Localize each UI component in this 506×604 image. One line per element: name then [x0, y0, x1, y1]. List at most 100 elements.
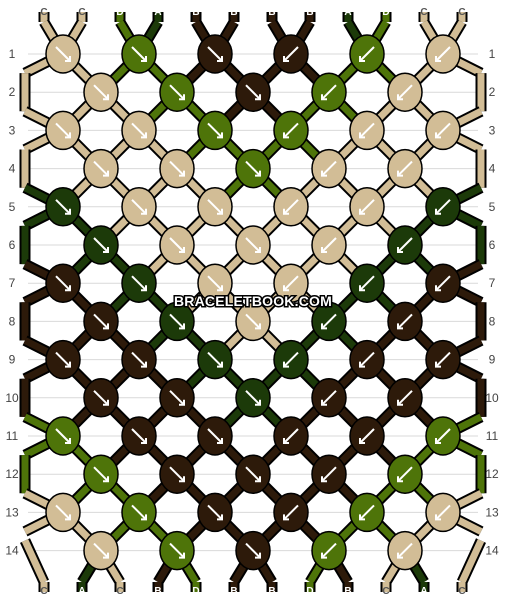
arrow-down-left-icon: [283, 428, 299, 444]
row-label-right: 4: [489, 162, 496, 176]
arrow-head: [103, 94, 109, 101]
arrow-head: [321, 170, 327, 177]
knot: [83, 530, 119, 571]
arrow-head: [65, 56, 71, 62]
strand-segment: [21, 539, 48, 584]
arrow-head: [359, 361, 365, 368]
row-label-right: 8: [489, 314, 496, 328]
arrow-head: [435, 56, 441, 62]
arrow-down-right-icon: [169, 313, 185, 330]
arrow-down-right-icon: [55, 504, 71, 521]
knot: [311, 530, 347, 571]
arrow-head: [435, 438, 441, 444]
arrow-head: [435, 132, 441, 139]
arrow-down-left-icon: [283, 122, 299, 139]
knot: [83, 148, 119, 189]
knot: [425, 263, 461, 303]
row-label-left: 11: [6, 429, 19, 443]
knot: [83, 454, 119, 494]
arrow-head: [179, 476, 185, 483]
row-label-left: 10: [5, 391, 19, 405]
knot: [387, 225, 423, 265]
row-label-left: 14: [5, 544, 19, 558]
knot: [349, 339, 385, 380]
arrow-down-left-icon: [321, 466, 337, 482]
arrow-down-right-icon: [93, 237, 109, 253]
arrow-down-right-icon: [207, 46, 223, 62]
arrow-down-right-icon: [131, 275, 147, 291]
arrow-head: [255, 476, 261, 483]
arrow-down-right-icon: [131, 199, 147, 215]
top-strand-letter: A: [344, 7, 351, 18]
arrow-down-right-icon: [93, 160, 109, 177]
row-label-left: 12: [5, 467, 19, 481]
knot: [387, 530, 423, 571]
arrow-head: [359, 208, 365, 215]
knot: [121, 339, 157, 380]
knot: [121, 416, 157, 456]
arrow-head: [435, 285, 441, 292]
arrow-head: [179, 170, 185, 177]
arrow-down-right-icon: [169, 542, 185, 559]
knot: [387, 301, 423, 342]
arrow-down-left-icon: [397, 313, 413, 330]
arrow-head: [397, 399, 403, 406]
arrow-down-left-icon: [359, 122, 375, 139]
arrow-down-right-icon: [245, 466, 261, 482]
arrow-head: [435, 208, 441, 215]
arrow-down-left-icon: [435, 122, 451, 139]
arrow-head: [65, 208, 71, 215]
knot: [159, 378, 195, 418]
knot: [83, 225, 119, 265]
arrow-head: [397, 247, 403, 253]
arrow-head: [397, 170, 403, 177]
arrow-down-left-icon: [435, 351, 451, 368]
knot: [425, 187, 461, 227]
knot: [311, 72, 347, 112]
arrow-head: [255, 552, 261, 559]
arrow-down-left-icon: [359, 351, 375, 368]
arrow-down-right-icon: [245, 390, 261, 406]
row-label-right: 5: [489, 200, 496, 214]
bottom-strand-letter: D: [192, 586, 199, 597]
arrow-head: [141, 514, 147, 521]
row-label-left: 1: [9, 47, 16, 61]
row-label-left: 6: [9, 238, 16, 252]
arrow-head: [217, 361, 223, 368]
arrow-head: [255, 399, 261, 406]
knot: [159, 225, 195, 265]
knot: [235, 225, 271, 265]
arrow-head: [321, 552, 327, 559]
knot: [197, 339, 233, 380]
row-label-right: 6: [489, 238, 496, 252]
arrow-down-left-icon: [359, 46, 375, 62]
knot: [425, 110, 461, 151]
arrow-down-left-icon: [397, 466, 413, 482]
knot: [349, 263, 385, 303]
row-label-right: 7: [489, 276, 496, 290]
knot: [45, 34, 81, 74]
arrow-down-right-icon: [207, 122, 223, 139]
arrow-head: [283, 438, 289, 444]
arrow-head: [321, 94, 327, 101]
knot: [311, 225, 347, 265]
knot: [349, 187, 385, 227]
arrow-down-left-icon: [397, 160, 413, 177]
arrow-down-left-icon: [435, 428, 451, 444]
knot: [349, 34, 385, 74]
arrow-head: [103, 247, 109, 253]
bottom-strand-letter: A: [78, 586, 85, 597]
top-strand-letter: C: [420, 7, 427, 18]
arrow-head: [217, 285, 223, 292]
arrow-head: [179, 552, 185, 559]
knot-grid: [45, 34, 461, 571]
arrow-head: [397, 323, 403, 330]
arrow-head: [217, 208, 223, 215]
arrow-head: [321, 247, 327, 253]
arrow-down-right-icon: [169, 466, 185, 482]
top-strand-letter: D: [116, 7, 123, 18]
knot: [273, 492, 309, 533]
knot: [273, 416, 309, 456]
knot: [159, 454, 195, 494]
knot: [235, 454, 271, 494]
